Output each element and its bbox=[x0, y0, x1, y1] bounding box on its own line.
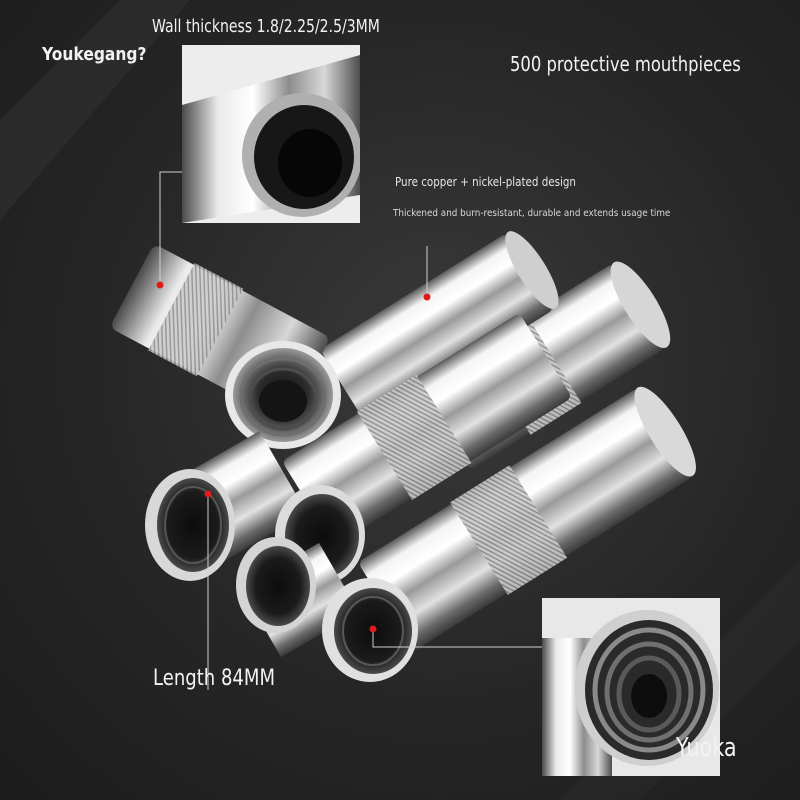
material-label: Pure copper + nickel-plated design bbox=[395, 175, 576, 189]
callout-dot-material bbox=[423, 293, 431, 301]
feature-label: Thickened and burn-resistant, durable an… bbox=[393, 208, 671, 219]
nozzle-lower-right bbox=[360, 386, 696, 650]
wall-thickness-label: Wall thickness 1.8/2.25/2.5/3MM bbox=[152, 16, 380, 37]
length-label: Length 84MM bbox=[153, 666, 276, 691]
callouts bbox=[156, 171, 542, 690]
nozzle-front-openings bbox=[145, 341, 418, 682]
brand-label: Youkegang? bbox=[42, 44, 147, 65]
callout-dot-thread bbox=[369, 625, 377, 633]
thread-closeup-inset bbox=[542, 598, 720, 776]
callout-dot-length bbox=[204, 490, 212, 498]
wall-closeup-image bbox=[182, 45, 360, 223]
quantity-label: 500 protective mouthpieces bbox=[510, 52, 741, 76]
wall-thickness-inset bbox=[182, 45, 360, 223]
thread-closeup-image bbox=[542, 598, 720, 776]
watermark-label: Yuoka bbox=[676, 733, 737, 763]
nozzle-middle bbox=[284, 315, 570, 544]
callout-dot-wall bbox=[156, 281, 164, 289]
nozzle-back-middle bbox=[322, 231, 559, 424]
